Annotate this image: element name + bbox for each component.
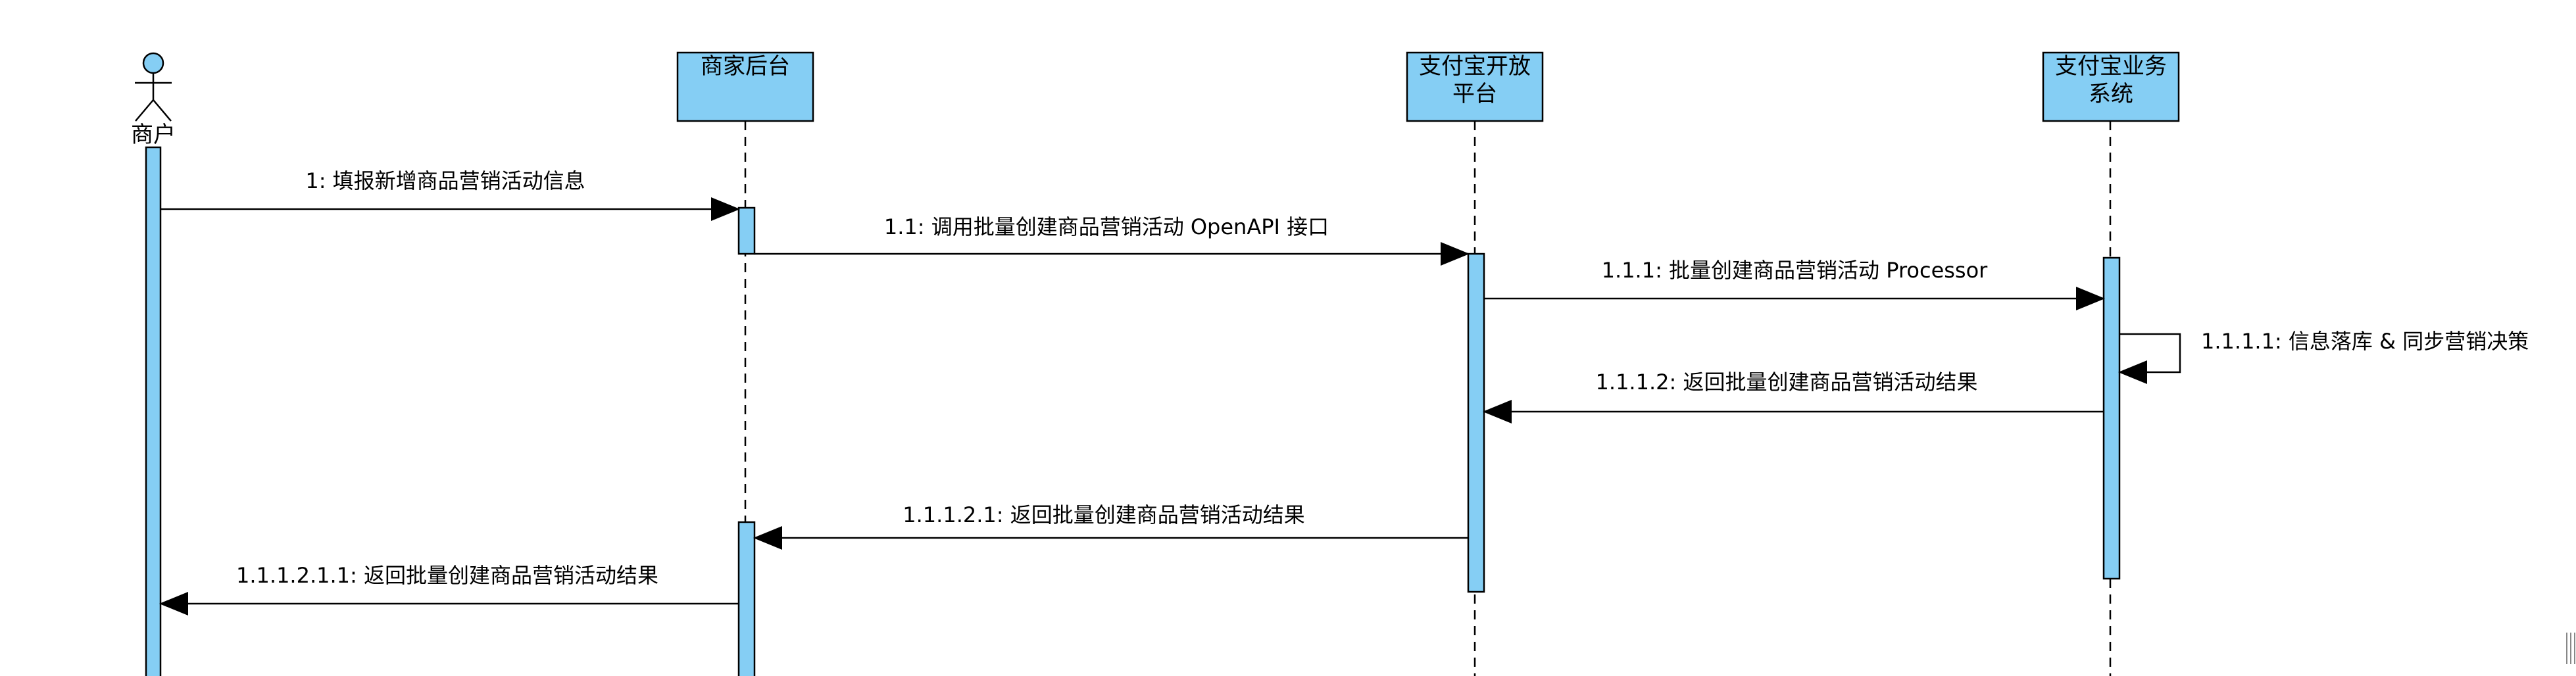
actor-label: 商户 <box>131 122 176 148</box>
message-label: 1.1.1.2: 返回批量创建商品营销活动结果 <box>1596 370 1978 395</box>
message-1: 1: 填报新增商品营销活动信息 <box>161 168 740 221</box>
participant-label: 商家后台 <box>701 53 790 80</box>
message-label: 1: 填报新增商品营销活动信息 <box>305 168 585 193</box>
message-label: 1.1.1.2.1: 返回批量创建商品营销活动结果 <box>903 502 1304 527</box>
participant-alipay-business-system: 支付宝业务 系统 <box>2042 51 2180 122</box>
activation-merchant-backend-2 <box>737 521 756 676</box>
message-1-1-1-2-1-1: 1.1.1.2.1.1: 返回批量创建商品营销活动结果 <box>159 563 739 616</box>
actor-merchant: 商户 <box>131 52 176 148</box>
message-1-1: 1.1: 调用批量创建商品营销活动 OpenAPI 接口 <box>755 214 1470 266</box>
participant-alipay-open-platform: 支付宝开放 平台 <box>1406 51 1544 122</box>
message-1-1-1: 1.1.1: 批量创建商品营销活动 Processor <box>1484 258 2105 310</box>
participant-label: 支付宝业务 <box>2055 53 2167 80</box>
participant-label-line2: 平台 <box>1452 81 1497 107</box>
message-label: 1.1.1.2.1.1: 返回批量创建商品营销活动结果 <box>236 563 658 588</box>
participant-merchant-backend: 商家后台 <box>676 51 814 122</box>
participant-label: 支付宝开放 <box>1419 53 1531 80</box>
message-label: 1.1: 调用批量创建商品营销活动 OpenAPI 接口 <box>884 214 1329 239</box>
actor-stick-figure-icon <box>135 52 172 122</box>
activation-alipay-open-platform <box>1467 253 1485 593</box>
participant-label-line2: 系统 <box>2089 81 2133 107</box>
message-label: 1.1.1.1: 信息落库 & 同步营销决策 <box>2201 329 2529 354</box>
message-label: 1.1.1: 批量创建商品营销活动 Processor <box>1602 258 1989 283</box>
message-1-1-1-1-self-call: 1.1.1.1: 信息落库 & 同步营销决策 <box>2118 329 2529 384</box>
message-1-1-1-2: 1.1.1.2: 返回批量创建商品营销活动结果 <box>1483 370 2104 423</box>
activation-merchant-backend-1 <box>737 206 756 255</box>
message-1-1-1-2-1: 1.1.1.2.1: 返回批量创建商品营销活动结果 <box>753 502 1468 550</box>
activation-merchant <box>145 146 162 676</box>
resize-grip-icon[interactable] <box>2566 633 2575 664</box>
activation-alipay-business-system <box>2102 256 2121 580</box>
